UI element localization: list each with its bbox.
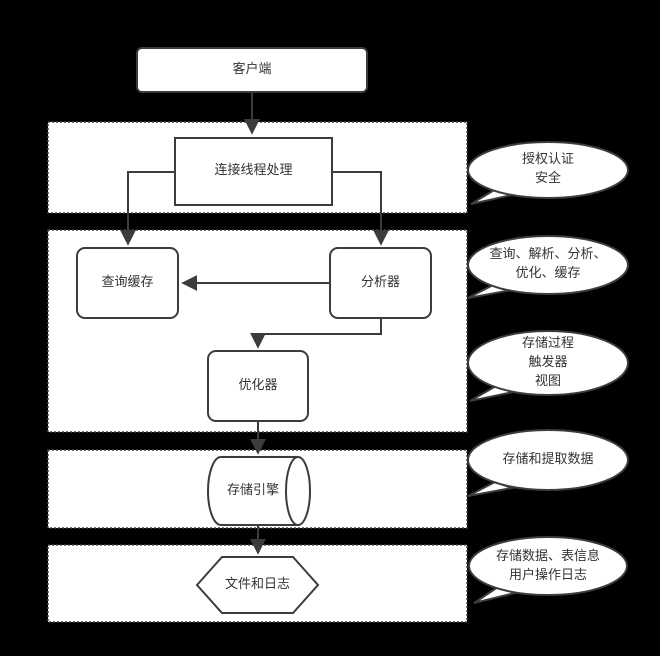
storage-engine-cylinder — [207, 456, 311, 526]
connector-parser-to-optimizer — [250, 318, 382, 349]
connection-thread-node-shape — [174, 137, 333, 206]
callout-stored-proc — [467, 330, 629, 402]
callout-query-parse — [467, 235, 629, 299]
optimizer-node-shape — [207, 350, 309, 422]
callout-store-retrieve — [467, 429, 629, 497]
callout-auth — [467, 141, 629, 205]
query-cache-node-shape — [76, 247, 179, 319]
files-logs-hexagon — [195, 556, 320, 614]
connector-connection-to-query-cache — [120, 171, 175, 246]
client-node-shape — [136, 47, 368, 93]
callout-store-data-logs — [468, 536, 628, 604]
parser-node-shape — [329, 247, 432, 319]
connector-connection-to-parser — [332, 171, 389, 246]
